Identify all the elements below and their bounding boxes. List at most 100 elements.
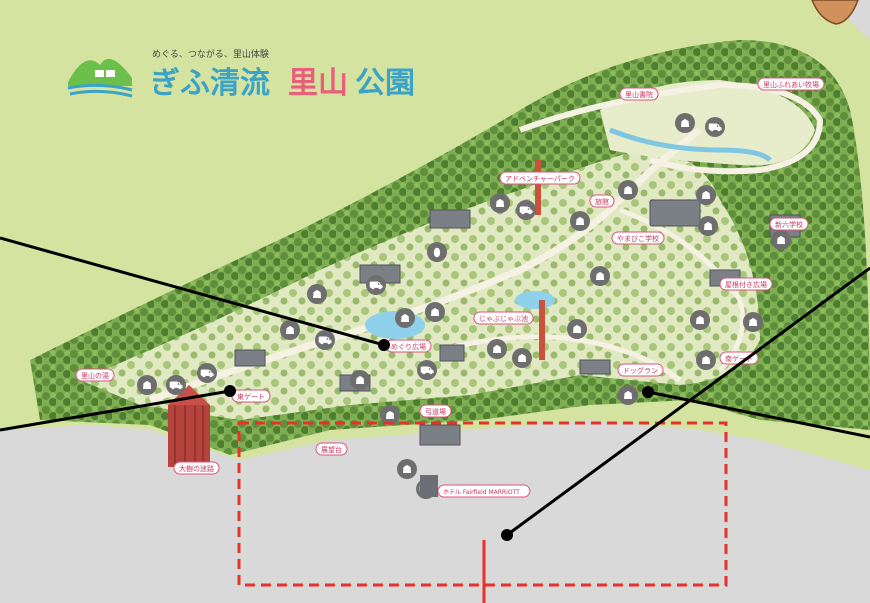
svg-text:☗: ☗ [701,354,711,367]
svg-text:⛟: ⛟ [708,121,722,134]
svg-text:☗: ☗ [748,316,758,329]
pointer-dot-2 [224,385,236,397]
toilet-icon: ☗ [743,312,763,332]
toilet-icon: ☗ [350,370,370,390]
label-dogrun: ドッグラン [617,363,664,377]
label-text-ryokan: 旅館 [595,197,609,206]
pointer-dot-1 [378,339,390,351]
label-ohaka-ki: 大樹の迷路 [173,461,220,475]
svg-text:☗: ☗ [776,234,786,247]
logo-title-part1: ぎふ清流 [150,66,270,101]
svg-text:☗: ☗ [623,389,633,402]
label-text-satoyama-shoin: 里山書院 [625,90,653,99]
svg-text:☗: ☗ [355,374,365,387]
svg-text:☗: ☗ [402,463,412,476]
toilet-icon: ☗ [618,180,638,200]
toilet-icon: ☗ [395,308,415,328]
svg-text:⛟: ⛟ [169,379,183,392]
svg-text:☗: ☗ [430,306,440,319]
label-east-gate: 東ゲート [231,389,271,403]
svg-text:⛟: ⛟ [369,279,383,292]
label-text-east-gate: 東ゲート [237,392,265,401]
svg-text:☗: ☗ [495,197,505,210]
splash-pool [515,291,555,309]
pointer-lines [0,236,870,537]
toilet-icon: ☗ [696,185,716,205]
pointer-line-2 [0,389,231,432]
label-satoyama-yu: 里山の湯 [75,368,115,382]
pointer-dots [224,339,654,541]
toilet-icon: ☗ [307,284,327,304]
label-text-yanetsuki: 屋根付き広場 [725,280,767,289]
label-text-satoyama-yu: 里山の湯 [81,371,109,380]
svg-text:☗: ☗ [680,117,690,130]
svg-text:☗: ☗ [385,409,395,422]
label-jabujabu: じゃぶじゃぶ池 [473,311,534,325]
adventure-tower [535,160,541,215]
ranch-path [518,81,824,175]
label-yanetsuki: 屋根付き広場 [719,277,773,291]
shopping-cart-icon: ⛟ [197,363,217,383]
label-text-shokodo: 展望台 [321,445,342,454]
pointer-dot-3 [501,529,513,541]
svg-text:☗: ☗ [492,343,502,356]
label-shinroku: 新六学校 [769,217,809,231]
zip-tower [539,300,545,360]
svg-text:☗: ☗ [701,189,711,202]
logo-tagline: めぐる、つながる、里山体験 [152,48,269,60]
drink-icon: ⬮ [427,242,447,262]
svg-text:☗: ☗ [595,270,605,283]
toilet-icon: ☗ [380,405,400,425]
svg-text:⛟: ⛟ [519,204,533,217]
pointer-line-1 [0,236,385,347]
label-megurihiroba: めぐり広場 [385,339,432,353]
toilet-icon: ☗ [696,350,716,370]
label-adventure: アドベンチャーパーク [499,171,581,185]
label-text-adventure: アドベンチャーパーク [505,175,575,183]
shopping-cart-icon: ⛟ [417,360,437,380]
mascot-peek [811,0,859,25]
svg-text:☗: ☗ [572,323,582,336]
svg-text:☗: ☗ [517,352,527,365]
shopping-cart-icon: ⛟ [516,200,536,220]
toilet-icon: ☗ [137,375,157,395]
park-logo: めぐる、つながる、里山体験 ぎふ清流 里山 公園 [67,48,415,101]
svg-text:⛟: ⛟ [200,367,214,380]
toilet-icon: ☗ [280,320,300,340]
label-text-jabujabu: じゃぶじゃぶ池 [479,314,528,323]
shopping-cart-icon: ⛟ [366,275,386,295]
pond [365,311,425,339]
highlight-area [237,421,728,587]
svg-text:☗: ☗ [695,314,705,327]
label-text-yamabiko: やまびこ学校 [617,234,659,243]
label-hotel: ホテル Fairfield MARRIOTT [437,484,531,498]
svg-text:⛟: ⛟ [420,364,434,377]
toilet-icon: ☗ [771,230,791,250]
lower-path [439,334,682,383]
svg-text:☗: ☗ [312,288,322,301]
logo-title-part2: 里山 [288,66,348,101]
svg-text:☗: ☗ [703,220,713,233]
svg-text:☗: ☗ [575,215,585,228]
logo-title-part3: 公園 [355,66,415,101]
shopping-cart-icon: ⛟ [166,375,186,395]
svg-text:☗: ☗ [623,184,633,197]
stream [609,127,772,162]
east-path [619,207,745,372]
hotel-building [420,475,438,497]
label-shokodo: 展望台 [315,442,348,456]
toilet-icon: ☗ [690,310,710,330]
toilet-icon: ☗ [698,216,718,236]
label-text-shinroku: 新六学校 [775,220,803,229]
label-text-gate: 南ゲート [725,354,753,363]
label-satoyama-fureai: 里山ふれあい牧場 [757,77,825,91]
svg-text:⬮: ⬮ [434,246,441,259]
label-text-hotel: ホテル Fairfield MARRIOTT [443,489,520,496]
pointer-line-4 [647,390,870,439]
label-kyudo: 弓道場 [419,404,452,418]
svg-text:☗: ☗ [142,379,152,392]
shopping-cart-icon: ⛟ [315,330,335,350]
